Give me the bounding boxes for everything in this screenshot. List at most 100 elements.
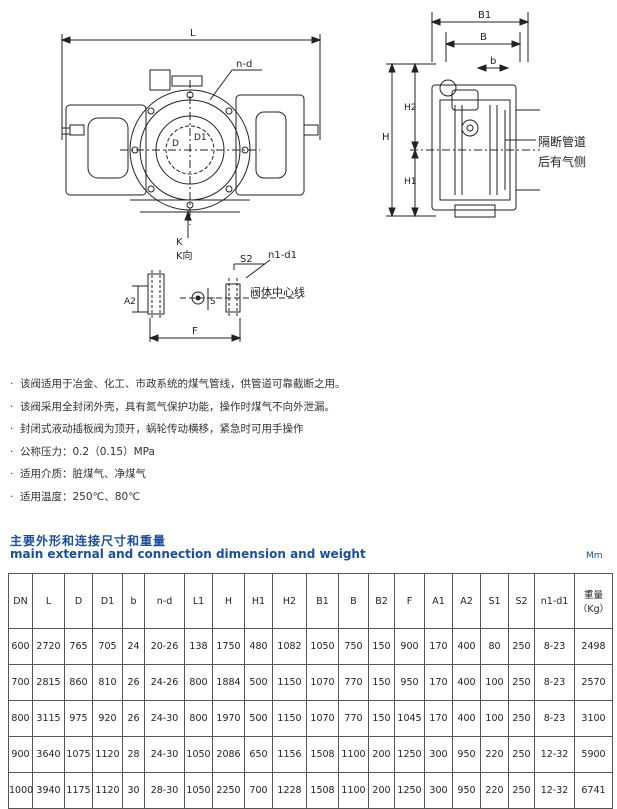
feature-text: 封闭式液动插板阀为顶开，蜗轮传动横移，紧急时可用手操作 [20, 423, 304, 436]
dim-label-D1: D1 [194, 133, 207, 143]
column-header: A1 [424, 573, 453, 629]
table-cell: 3100 [574, 700, 613, 737]
column-header: n1-d1 [534, 573, 575, 629]
table-cell: 600 [8, 628, 33, 665]
table-cell: 1120 [92, 772, 123, 809]
unit-label: Mm [586, 551, 603, 561]
table-cell: 1508 [306, 736, 339, 773]
valve-centerline-label: 阀体中心线 [250, 285, 305, 299]
column-header: S1 [480, 573, 509, 629]
dim-label-b: b [490, 56, 496, 67]
list-item: ·适用温度：250℃、80℃ [10, 490, 140, 503]
dim-label-F: F [192, 326, 198, 337]
table-cell: 138 [184, 628, 213, 665]
dim-label-D: D [172, 139, 179, 149]
table-cell: 1150 [272, 664, 307, 701]
table-cell: 2086 [212, 736, 245, 773]
table-cell: 1175 [64, 772, 93, 809]
table-cell: 650 [244, 736, 273, 773]
column-header: F [394, 573, 425, 629]
column-header: D1 [92, 573, 123, 629]
column-header: b [122, 573, 145, 629]
dim-label-H1: H1 [404, 177, 417, 187]
table-cell: 6741 [574, 772, 613, 809]
feature-list: ·该阀适用于冶金、化工、市政系统的煤气管线，供管道可靠截断之用。 ·该阀采用全封… [10, 378, 610, 514]
table-cell: 1228 [272, 772, 307, 809]
table-cell: 12-32 [534, 772, 575, 809]
k-direction-label: K向 [176, 249, 193, 262]
table-cell: 800 [8, 700, 33, 737]
section-heading-english: main external and connection dimension a… [10, 547, 366, 561]
table-cell: 1045 [394, 700, 425, 737]
table-cell: 1075 [64, 736, 93, 773]
dim-label-L: L [190, 28, 196, 39]
column-header: n-d [144, 573, 185, 629]
table-cell: 770 [338, 664, 369, 701]
table-cell: 400 [452, 664, 481, 701]
table-cell: 1050 [184, 772, 213, 809]
table-cell: 3940 [32, 772, 65, 809]
table-cell: 800 [184, 700, 213, 737]
table-cell: 150 [368, 700, 395, 737]
table-cell: 250 [508, 664, 535, 701]
table-cell: 1000 [8, 772, 33, 809]
column-header: B1 [306, 573, 339, 629]
table-cell: 220 [480, 736, 509, 773]
table-cell: 1884 [212, 664, 245, 701]
table-cell: 400 [452, 700, 481, 737]
dim-label-S: S [210, 297, 216, 307]
column-header: B2 [368, 573, 395, 629]
table-cell: 900 [394, 628, 425, 665]
table-cell: 3115 [32, 700, 65, 737]
table-cell: 300 [424, 736, 453, 773]
section-heading-chinese: 主要外形和连接尺寸和重量 [10, 534, 167, 548]
dim-label-n1d1: n1-d1 [268, 250, 297, 261]
table-cell: 500 [244, 700, 273, 737]
table-cell: 1120 [92, 736, 123, 773]
feature-text: 该阀采用全封闭外壳，具有氮气保护功能，操作时煤气不向外泄漏。 [20, 400, 335, 413]
column-header: H1 [244, 573, 273, 629]
table-cell: 2250 [212, 772, 245, 809]
table-cell: 800 [184, 664, 213, 701]
list-item: ·适用介质：脏煤气、净煤气 [10, 468, 146, 481]
table-cell: 5900 [574, 736, 613, 773]
table-cell: 100 [480, 700, 509, 737]
table-cell: 1100 [338, 772, 369, 809]
table-cell: 700 [244, 772, 273, 809]
column-header: H [212, 573, 245, 629]
table-cell: 220 [480, 772, 509, 809]
dim-label-A2: A2 [124, 297, 136, 307]
table-cell: 30 [122, 772, 145, 809]
table-cell: 950 [394, 664, 425, 701]
table-cell: 705 [92, 628, 123, 665]
table-cell: 250 [508, 736, 535, 773]
table-cell: 750 [338, 628, 369, 665]
table-cell: 170 [424, 700, 453, 737]
table-cell: 2570 [574, 664, 613, 701]
list-item: ·公称压力：0.2（0.15）MPa [10, 445, 155, 458]
table-cell: 1070 [306, 700, 339, 737]
table-cell: 1508 [306, 772, 339, 809]
list-item: ·封闭式液动插板阀为顶开，蜗轮传动横移，紧急时可用手操作 [10, 423, 304, 436]
table-cell: 3640 [32, 736, 65, 773]
column-header: D [64, 573, 93, 629]
column-header: L [32, 573, 65, 629]
table-cell: 8-23 [534, 664, 575, 701]
dim-label-S2: S2 [240, 254, 253, 265]
table-cell: 950 [452, 736, 481, 773]
table-cell: 8-23 [534, 700, 575, 737]
table-cell: 860 [64, 664, 93, 701]
table-cell: 26 [122, 664, 145, 701]
table-cell: 700 [8, 664, 33, 701]
table-cell: 80 [480, 628, 509, 665]
table-cell: 170 [424, 664, 453, 701]
table-cell: 200 [368, 772, 395, 809]
table-cell: 250 [508, 700, 535, 737]
dim-label-K: K [176, 237, 183, 248]
table-cell: 28-30 [144, 772, 185, 809]
